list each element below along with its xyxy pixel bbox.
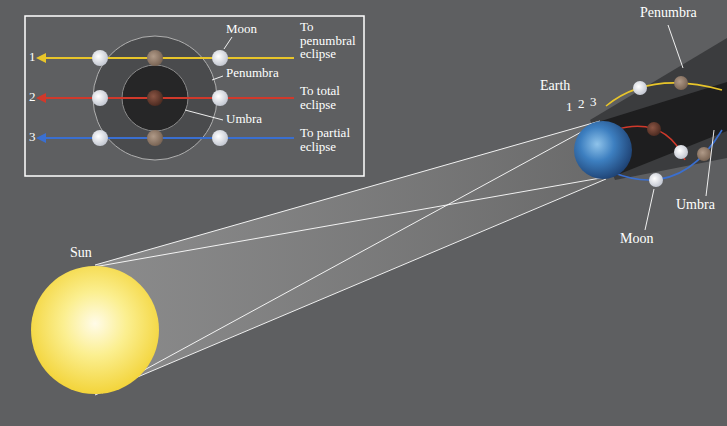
moon-track bbox=[44, 57, 294, 59]
moon-disc bbox=[649, 173, 663, 187]
body-label: Sun bbox=[70, 245, 92, 260]
part-label: Moon bbox=[620, 232, 653, 247]
moon-disc bbox=[647, 122, 661, 136]
callout-number: 1 bbox=[566, 100, 573, 114]
leader-line bbox=[185, 37, 232, 120]
callout-number: 1 bbox=[29, 50, 36, 64]
moon-disc bbox=[674, 145, 688, 159]
part-label: Penumbra bbox=[226, 66, 279, 80]
earth-disc-shape bbox=[573, 120, 633, 180]
callout-number: 2 bbox=[29, 90, 36, 104]
part-label: Umbra bbox=[676, 198, 715, 213]
moon-disc bbox=[697, 147, 711, 161]
moon-disc bbox=[92, 50, 228, 146]
callout-number: 2 bbox=[578, 97, 585, 111]
orbit-path bbox=[606, 83, 722, 106]
arrowhead bbox=[36, 93, 46, 103]
path-note: To total eclipse bbox=[300, 84, 362, 111]
moon-disc bbox=[633, 81, 647, 95]
arrowhead bbox=[36, 53, 46, 63]
path-note: To partial eclipse bbox=[300, 126, 362, 153]
part-label: Penumbra bbox=[640, 6, 697, 21]
sun-disc: Sun bbox=[30, 265, 160, 395]
sun-disc-shape bbox=[30, 265, 160, 395]
callout-number: 3 bbox=[29, 130, 36, 144]
moon-track bbox=[44, 137, 294, 139]
inset-frame bbox=[25, 16, 364, 176]
body-label: Earth bbox=[540, 78, 570, 93]
leader-line bbox=[645, 25, 714, 230]
callout-number: 3 bbox=[590, 95, 597, 109]
moon-track bbox=[44, 97, 294, 99]
part-label: Moon bbox=[226, 22, 257, 36]
path-note: To penumbral eclipse bbox=[300, 20, 362, 61]
earth-disc: Earth bbox=[573, 120, 633, 180]
part-label: Umbra bbox=[226, 112, 262, 126]
moon-disc bbox=[674, 76, 688, 90]
arrowhead bbox=[36, 133, 46, 143]
